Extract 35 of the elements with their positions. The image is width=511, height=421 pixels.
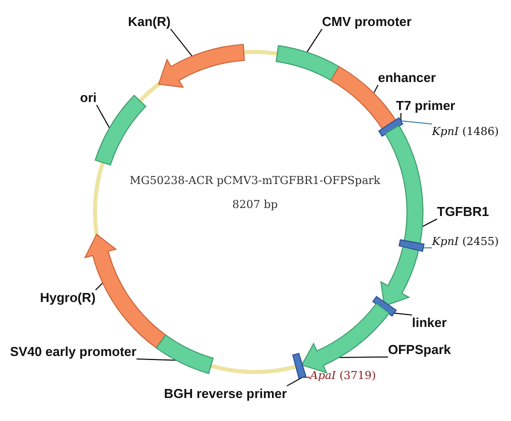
feature-segment bbox=[156, 334, 214, 374]
feature-label: Kan(R) bbox=[128, 14, 171, 29]
feature-arc bbox=[380, 125, 424, 306]
plasmid-size: 8207 bp bbox=[232, 198, 278, 211]
feature-label: OFPSpark bbox=[388, 342, 451, 357]
leader-line bbox=[306, 28, 322, 53]
feature-segment bbox=[94, 94, 146, 166]
leader-line bbox=[286, 376, 303, 386]
leader-line bbox=[95, 282, 104, 290]
leader-line bbox=[422, 247, 432, 248]
leader-line bbox=[96, 104, 110, 128]
feature-arc bbox=[158, 44, 245, 88]
site-label: ApaI (3719) bbox=[310, 368, 376, 383]
site-label: KpnI (1486) bbox=[432, 124, 499, 139]
feature-label: SV40 early promoter bbox=[10, 344, 136, 359]
leader-line bbox=[338, 356, 388, 358]
leader-line bbox=[136, 358, 177, 361]
leader-line bbox=[400, 112, 402, 122]
leader-line bbox=[400, 120, 432, 124]
leader-line bbox=[394, 312, 412, 316]
site-marker bbox=[292, 352, 307, 379]
leader-line bbox=[422, 218, 438, 228]
feature-label: TGFBR1 bbox=[437, 204, 489, 219]
feature-label: Hygro(R) bbox=[40, 290, 96, 305]
plasmid-name: MG50238-ACR pCMV3-mTGFBR1-OFPSpark bbox=[130, 174, 380, 187]
leader-line bbox=[373, 84, 378, 94]
feature-label: BGH reverse primer bbox=[164, 386, 287, 401]
feature-label: enhancer bbox=[378, 70, 436, 85]
leader-line bbox=[170, 28, 193, 57]
site-label: KpnI (2455) bbox=[432, 234, 499, 249]
feature-label: CMV promoter bbox=[322, 14, 412, 29]
feature-label: ori bbox=[80, 90, 97, 105]
feature-segment bbox=[276, 45, 340, 81]
feature-label: T7 primer bbox=[396, 98, 456, 113]
feature-label: linker bbox=[412, 315, 447, 330]
